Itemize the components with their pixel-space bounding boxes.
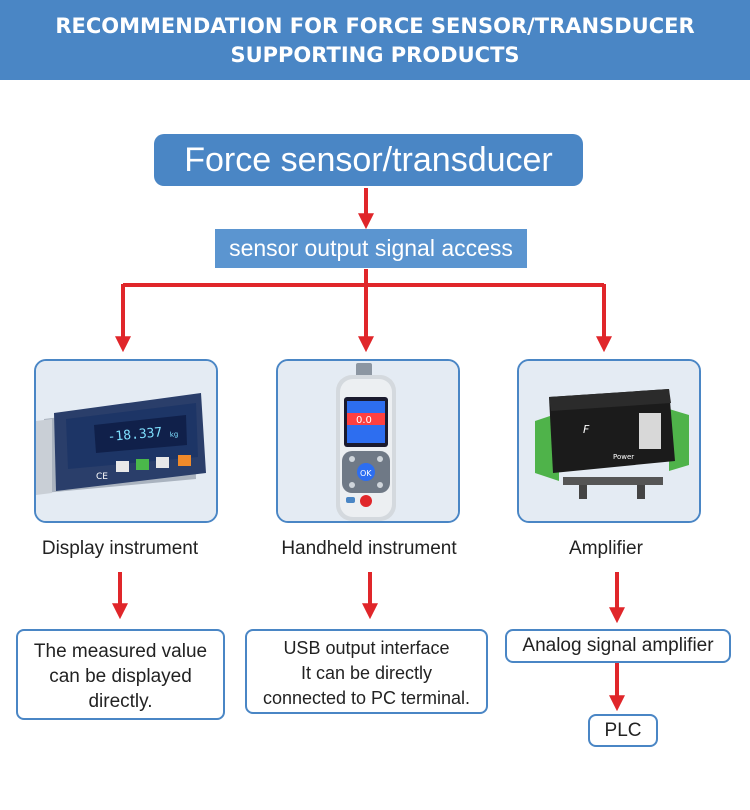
svg-text:F: F <box>583 423 590 436</box>
force-sensor-label: Force sensor/transducer <box>184 141 553 179</box>
handheld-reading: 0.0 <box>356 415 372 426</box>
display-instrument-label: Display instrument <box>41 538 199 559</box>
display-description-line: directly. <box>88 691 153 712</box>
signal-access-box: sensor output signal access <box>215 229 527 268</box>
handheld-instrument-label: Handheld instrument <box>281 538 457 559</box>
svg-text:CE: CE <box>96 472 108 482</box>
handheld-ok-key: OK <box>360 469 372 478</box>
plc-label: PLC <box>604 720 642 741</box>
force-sensor-box: Force sensor/transducer <box>154 134 583 186</box>
display-description-box: The measured value can be displayed dire… <box>16 629 225 720</box>
amplifier-image: F Power <box>517 359 701 523</box>
handheld-description-line: It can be directly <box>300 663 433 683</box>
amplifier-power-label: Power <box>613 453 634 461</box>
display-reading: -18.337 <box>107 425 163 445</box>
amplifier-description-line: Analog signal amplifier <box>522 635 714 656</box>
amplifier-description-box: Analog signal amplifier <box>505 629 731 663</box>
handheld-description-box: USB output interface It can be directly … <box>245 629 488 714</box>
handheld-instrument-image: 0.0 OK <box>276 359 460 523</box>
title-line-1: RECOMMENDATION FOR FORCE SENSOR/TRANSDUC… <box>55 14 695 38</box>
signal-access-label: sensor output signal access <box>229 235 513 261</box>
plc-box: PLC <box>588 714 658 747</box>
handheld-description-line: connected to PC terminal. <box>262 688 471 708</box>
display-description-line: can be displayed <box>49 666 192 687</box>
page-title: RECOMMENDATION FOR FORCE SENSOR/TRANSDUC… <box>0 0 750 80</box>
handheld-description-line: USB output interface <box>283 638 450 658</box>
display-unit: kg <box>169 430 178 439</box>
display-instrument-image: -18.337 kg CE <box>34 359 218 523</box>
amplifier-label: Amplifier <box>569 538 643 559</box>
display-description-line: The measured value <box>33 641 208 662</box>
title-line-2: SUPPORTING PRODUCTS <box>230 43 520 67</box>
